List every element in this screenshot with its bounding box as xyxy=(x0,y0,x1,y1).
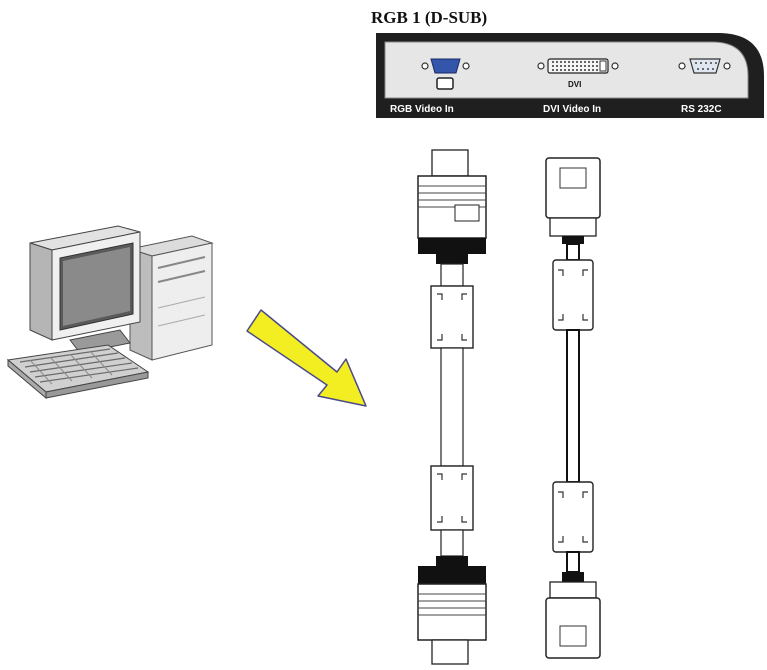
arrow-icon xyxy=(246,309,367,407)
back-panel xyxy=(376,33,764,118)
vga-port-icon xyxy=(421,58,470,90)
port-label-dvi-video-in: DVI Video In xyxy=(543,104,602,115)
panel-title: RGB 1 (D-SUB) xyxy=(371,8,488,27)
dvi-connector-label: DVI xyxy=(568,80,582,89)
port-label-rgb-video-in: RGB Video In xyxy=(390,104,454,115)
keyboard-icon xyxy=(6,344,150,400)
port-label-rs232c: RS 232C xyxy=(681,104,722,115)
dvi-port-icon xyxy=(537,58,619,74)
dvi-cable-icon xyxy=(545,157,601,659)
vga-cable-icon xyxy=(417,149,487,665)
computer-icon xyxy=(6,225,214,400)
rs232c-port-icon xyxy=(678,58,731,74)
